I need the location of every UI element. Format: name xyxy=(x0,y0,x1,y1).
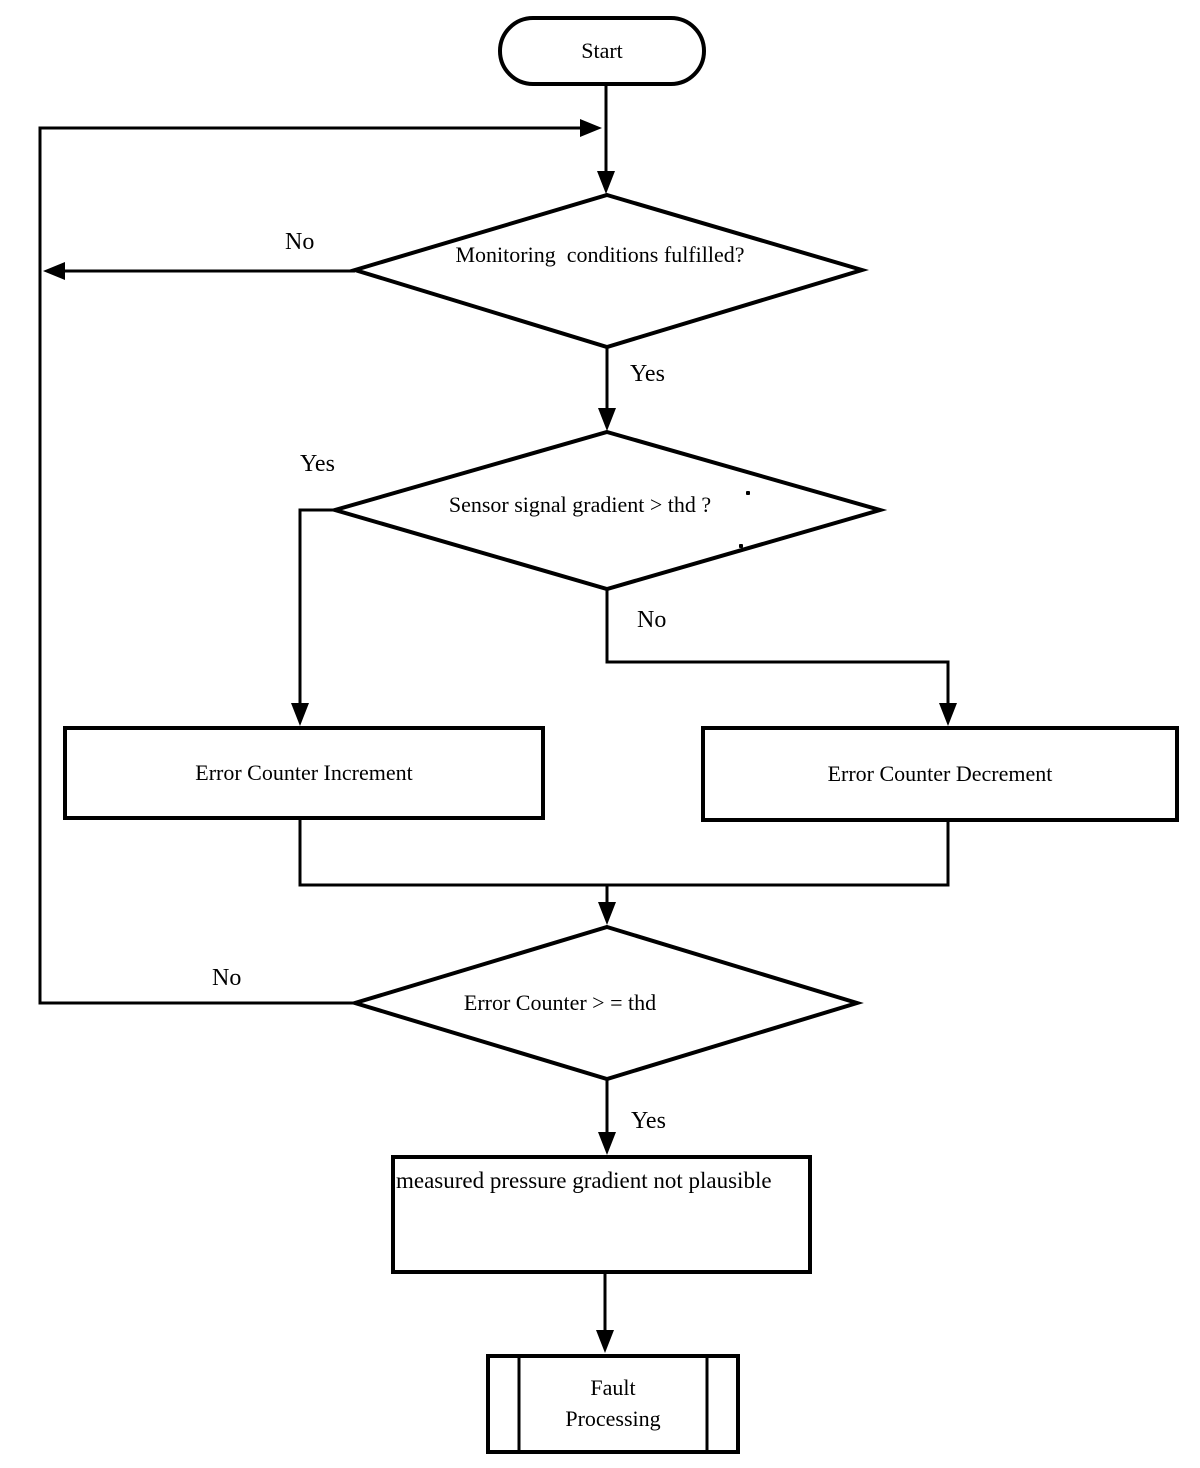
gradient-decision-shape xyxy=(327,429,888,592)
arrowhead-into-plausible xyxy=(598,1132,616,1155)
arrowhead-into-increment xyxy=(291,703,309,726)
edge-label-monitoring-yes: Yes xyxy=(630,361,665,387)
not-plausible-label: measured pressure gradient not plausible xyxy=(396,1168,772,1193)
monitoring-decision-shape xyxy=(348,192,870,350)
edge-label-monitoring-no: No xyxy=(285,229,315,255)
arrowhead-into-decrement xyxy=(939,703,957,726)
counter-decision-shape xyxy=(348,924,864,1082)
counter-decision-label: Error Counter > = thd xyxy=(463,990,657,1015)
scan-speck xyxy=(739,544,743,548)
fault-predefined-process-shape xyxy=(486,1354,740,1454)
increment-process-shape xyxy=(63,726,545,820)
arrowhead-monitoring-no xyxy=(43,262,65,280)
start-label: Start xyxy=(581,38,623,64)
monitoring-decision-label: Monitoring conditions fulfilled? xyxy=(455,242,745,267)
start-terminator-shape xyxy=(498,16,706,86)
edge-label-counter-no: No xyxy=(212,965,242,991)
edge-label-gradient-no: No xyxy=(637,607,667,633)
arrowhead-into-monitoring xyxy=(597,171,615,194)
gradient-decision-label: Sensor signal gradient > thd ? xyxy=(448,492,712,517)
arrowhead-feedback-junction xyxy=(580,119,602,137)
decrement-label: Error Counter Decrement xyxy=(827,761,1053,787)
increment-label: Error Counter Increment xyxy=(195,760,413,786)
arrowhead-into-counter xyxy=(598,902,616,925)
edge-gradient-yes xyxy=(298,508,335,719)
edge-feedback-loop xyxy=(38,126,596,1005)
edge-merge xyxy=(298,818,950,887)
edge-gradient-no xyxy=(605,589,950,719)
edge-label-gradient-yes: Yes xyxy=(300,451,335,477)
decrement-process-shape xyxy=(701,726,1179,822)
not-plausible-process-shape xyxy=(391,1155,812,1274)
fault-processing-label: Fault Processing xyxy=(565,1375,661,1431)
arrowhead-into-gradient xyxy=(598,408,616,431)
arrowhead-into-fault xyxy=(596,1330,614,1353)
edge-label-counter-yes: Yes xyxy=(631,1108,666,1134)
scan-speck xyxy=(746,491,750,495)
